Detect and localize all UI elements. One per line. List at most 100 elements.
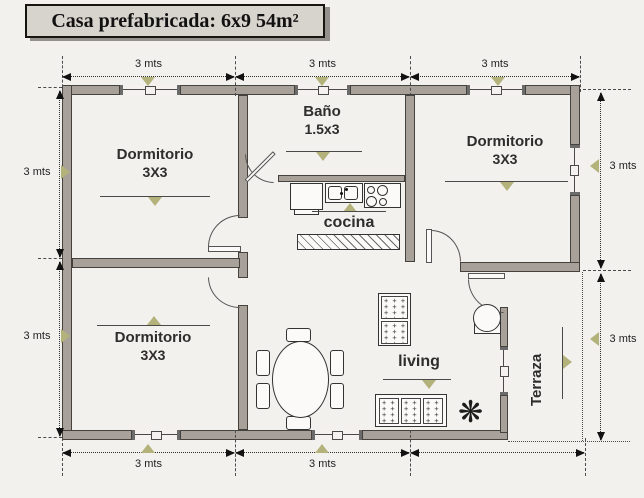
dimension-line <box>410 449 585 457</box>
fridge-base <box>294 209 319 215</box>
dimension-label: 3 mts <box>309 458 336 470</box>
room-name: Dormitorio <box>466 133 544 150</box>
wall-bottom <box>362 430 508 440</box>
marker-icon <box>141 77 155 86</box>
wall-interior <box>405 95 415 262</box>
fridge <box>290 183 323 210</box>
burner-icon <box>379 198 387 206</box>
dimension-label: 3 mts <box>23 330 51 342</box>
plan-title: Casa prefabricada: 6x9 54m² <box>51 9 299 32</box>
window-icon <box>295 85 350 95</box>
room-name: Baño <box>303 103 341 120</box>
dimension-label: 3 mts <box>609 160 637 172</box>
plant-icon: ❋ <box>458 395 484 430</box>
wall-top <box>180 85 295 95</box>
dimension-label: 3 mts <box>481 58 509 70</box>
wall-right <box>570 195 580 272</box>
marker-icon <box>563 355 572 369</box>
sofa-cushion <box>401 398 421 424</box>
sofa-cushion <box>381 296 408 319</box>
door-leaf <box>208 246 241 252</box>
label-underline <box>562 327 563 399</box>
marker-icon <box>491 77 505 86</box>
faucet-icon <box>345 188 348 191</box>
wall-bottom <box>180 430 312 440</box>
marker-icon <box>141 444 155 453</box>
room-label-bedroom-bottom-left: Dormitorio 3X3 <box>83 329 223 364</box>
dimension-label: 3 mts <box>23 166 51 178</box>
window-icon <box>120 85 180 95</box>
extension-line <box>583 270 631 271</box>
dimension-line <box>56 261 64 437</box>
dimension-line <box>597 92 605 269</box>
label-underline <box>286 151 362 152</box>
marker-icon <box>500 182 514 191</box>
marker-icon <box>315 444 329 453</box>
dimension-label: 3 mts <box>309 58 336 70</box>
sofa-two-seat <box>378 293 411 346</box>
sofa-three-seat <box>375 394 447 427</box>
terrace-table <box>473 304 501 332</box>
wall-divider <box>72 258 240 268</box>
label-overline <box>97 325 210 326</box>
terrace-post <box>500 307 508 347</box>
door-arc-icon <box>208 277 240 308</box>
wall-bath-bottom <box>278 175 405 182</box>
chair <box>256 383 270 409</box>
wall-interior <box>238 305 248 430</box>
door-arc-icon <box>208 215 240 247</box>
room-size: 1.5x3 <box>304 121 340 137</box>
room-label-bedroom-top-left: Dormitorio 3X3 <box>85 146 225 181</box>
chair <box>256 350 270 376</box>
marker-icon <box>315 77 329 86</box>
dimension-line <box>410 73 580 81</box>
burner-icon <box>377 185 388 196</box>
burner-icon <box>367 186 375 194</box>
burner-icon <box>366 196 377 207</box>
wall-top <box>350 85 467 95</box>
room-label-bathroom: Baño 1.5x3 <box>267 103 377 138</box>
extension-line <box>585 438 586 476</box>
extension-line <box>580 56 581 92</box>
dimension-line <box>597 273 605 441</box>
extension-line <box>38 258 62 259</box>
marker-icon <box>590 159 599 173</box>
door-arc-icon <box>431 230 461 262</box>
room-label-living: living <box>398 353 440 370</box>
wall-bottom <box>62 430 132 440</box>
room-label-terrace: Terraza <box>528 353 545 406</box>
marker-icon <box>343 203 357 212</box>
terrace-post <box>500 395 508 433</box>
dining-table <box>272 341 329 418</box>
extension-line <box>583 89 631 90</box>
room-size: 3X3 <box>140 347 166 363</box>
marker-icon <box>422 380 436 389</box>
room-name: Dormitorio <box>116 146 194 163</box>
dimension-label: 3 mts <box>135 58 162 70</box>
wall-right <box>570 85 580 145</box>
marker-icon <box>61 165 70 179</box>
terrace-window-icon <box>500 347 509 395</box>
window-icon <box>467 85 525 95</box>
extension-line <box>62 438 63 476</box>
chair <box>286 416 311 430</box>
room-label-kitchen: cocina <box>323 214 375 231</box>
marker-icon <box>61 329 70 343</box>
sofa-cushion <box>381 321 408 344</box>
label-underline <box>445 181 568 182</box>
marker-icon <box>147 316 161 325</box>
room-size: 3X3 <box>492 151 518 167</box>
title-box: Casa prefabricada: 6x9 54m² <box>25 4 325 38</box>
window-icon <box>132 430 180 440</box>
label-underline <box>100 196 210 197</box>
extension-line <box>38 437 62 438</box>
room-size: 3X3 <box>142 164 168 180</box>
chair <box>286 328 311 342</box>
dimension-label: 3 mts <box>135 458 162 470</box>
faucet-icon <box>340 192 343 195</box>
room-name: Dormitorio <box>114 329 192 346</box>
marker-icon <box>148 197 162 206</box>
sofa-cushion <box>379 398 399 424</box>
dimension-label: 3 mts <box>609 333 637 345</box>
dimension-line <box>56 90 64 258</box>
